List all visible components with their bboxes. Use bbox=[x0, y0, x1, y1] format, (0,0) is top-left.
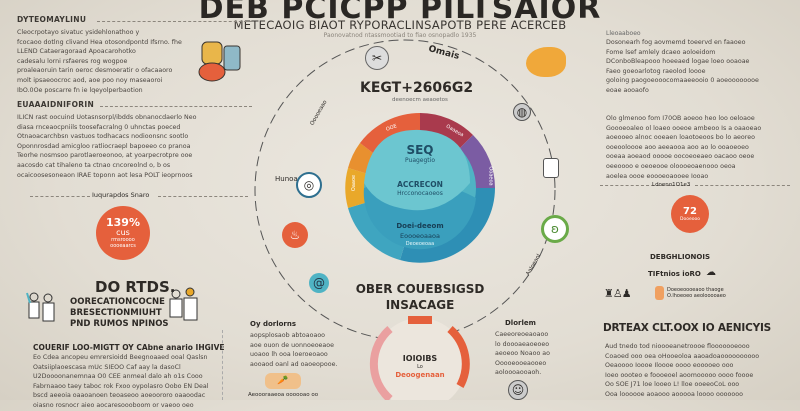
fork-knife-icon[interactable]: ✂ bbox=[365, 46, 389, 70]
leaf-icon[interactable]: ʚ bbox=[541, 215, 569, 243]
bottom-ring-label: IOIOIBS bbox=[402, 354, 438, 363]
page-subtitle: METECAOIG BIAOT RYPORACLINSAPOTB PERE AC… bbox=[233, 18, 567, 32]
right-sub-line: TIFtnios ioRO bbox=[648, 270, 701, 278]
bottom-ring-sub: Lo bbox=[417, 364, 423, 370]
segment-orange bbox=[360, 113, 420, 156]
bottom-left-heading: Oy dorlorns bbox=[250, 320, 297, 328]
ring-title: KEGT+2606G2 bbox=[360, 80, 474, 96]
orange-leaf-icon bbox=[526, 47, 566, 77]
divider bbox=[97, 21, 252, 22]
left-stat-badge: 139% cus rmsroooo oooeaarcs bbox=[96, 206, 150, 260]
donut-low-caption: Deoeoeoaa bbox=[405, 241, 435, 247]
divider bbox=[695, 185, 790, 186]
bottom-ring-caption: Deoogenaan bbox=[395, 371, 445, 379]
bottom-left-caption: Aeoooraaeoa oooooao oo bbox=[248, 392, 319, 398]
donut-mid-sub: Hrcconocaoeos bbox=[397, 190, 443, 197]
divider bbox=[30, 196, 90, 197]
orbit-ring bbox=[254, 39, 556, 341]
people-group-icon bbox=[26, 292, 55, 322]
right-section3-text: Aud tnedo tod nioooeanetroooe flooooooeo… bbox=[605, 343, 760, 398]
donut-top-sub: Puagegtio bbox=[405, 157, 435, 164]
donut-chart bbox=[345, 113, 495, 263]
page-title: DEB PCICPP PILTSAIOR bbox=[198, 0, 602, 26]
cloud-icon: ☁ bbox=[706, 267, 716, 278]
divider bbox=[600, 185, 690, 186]
person-icon: ☺ bbox=[508, 380, 528, 400]
donut-mid-label: ACCRECON bbox=[397, 180, 443, 189]
cycle-diagram bbox=[254, 39, 556, 400]
left-callout-heading: DO RTDS. bbox=[95, 278, 176, 296]
right-stat-label: Ldoeno1O1e3 bbox=[652, 182, 691, 188]
inner-upper-lens bbox=[364, 129, 470, 211]
donut-low-sub: Eoooeoaaoa bbox=[400, 232, 440, 240]
segment-teal bbox=[348, 202, 406, 260]
left-section2-text: ILICN rast oocuind Uotasnsorpl/ibdds obn… bbox=[17, 114, 197, 179]
segment-maroon bbox=[420, 113, 473, 150]
right-section1-heading: Lleoaaboeo bbox=[606, 30, 641, 37]
left-section3-heading: COUERIF LOO-MIGTT OY CAbne anario IHGIVE bbox=[33, 343, 225, 352]
fingerprint-icon[interactable]: ◎ bbox=[296, 172, 322, 198]
bottom-ring bbox=[369, 316, 470, 400]
right-sub-heading: DEBGHLIONOIS bbox=[650, 253, 711, 261]
bottom-right-heading: Dlorlem bbox=[505, 319, 536, 327]
segment-label-4: Oaaoe bbox=[351, 174, 358, 192]
bottom-title-line1: OBER COUEBSIGSD bbox=[355, 282, 485, 296]
right-stat-badge: 72 Dooeooo bbox=[671, 195, 709, 233]
people-pair-icon bbox=[169, 287, 198, 321]
donut-low-label: Doei-deeom bbox=[396, 222, 444, 230]
segment-label-3: Ooaeoa bbox=[487, 166, 494, 186]
ring-subtitle: deenoecm aeaoetos bbox=[392, 97, 448, 103]
globe-icon[interactable]: ◍ bbox=[513, 103, 531, 121]
left-stat-label: Iuqurapdos Snaro bbox=[92, 191, 150, 199]
kitchen-illustration-icon bbox=[198, 41, 241, 82]
right-section2-text: Olo glmenoo fom I70OB aoeoo heo loo oelo… bbox=[606, 115, 762, 180]
swirl-icon[interactable]: @ bbox=[309, 273, 329, 293]
orbit-label-left: Hunoa bbox=[275, 175, 298, 183]
legend-swatch bbox=[655, 286, 664, 300]
container-icon bbox=[543, 158, 559, 178]
divider bbox=[100, 106, 252, 107]
chef-icon[interactable]: ♨ bbox=[282, 222, 308, 248]
donut-top-label: SEQ bbox=[406, 143, 434, 157]
segment-purple bbox=[458, 135, 495, 188]
food-icon: 🥕 bbox=[265, 373, 301, 389]
right-section3-heading: DRTEAX CLT.OOX IO AENICYIS bbox=[603, 322, 772, 334]
segment-yellow bbox=[345, 168, 368, 208]
left-section1-heading: DYTEOMAYLINU bbox=[17, 15, 87, 24]
divider bbox=[222, 330, 223, 400]
bottom-title-line2: INSACAGE bbox=[385, 298, 455, 312]
people-row-icon: ♜♙♟ bbox=[604, 287, 632, 300]
divider bbox=[158, 196, 248, 197]
page-tagline: Paonovatnod ntassmootiad to fiao osnopad… bbox=[323, 32, 477, 39]
left-section2-heading: EUAAAIDNIFORIN bbox=[17, 100, 95, 109]
